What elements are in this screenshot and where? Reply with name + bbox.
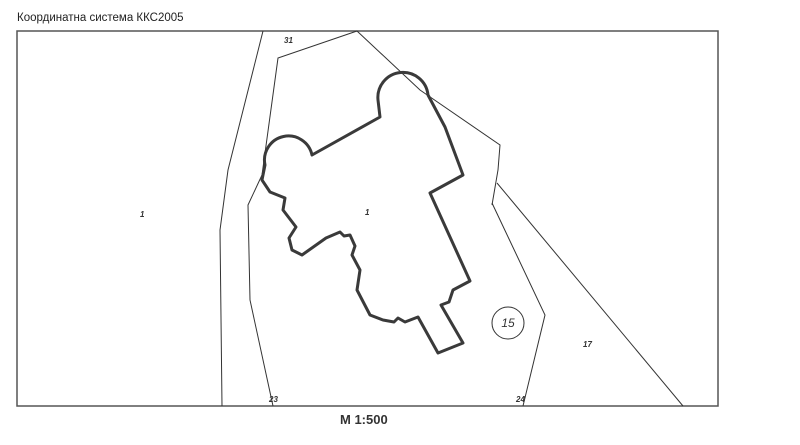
boundary-17-east	[496, 182, 684, 407]
coordinate-system-title: Координатна система ККС2005	[17, 12, 184, 24]
parcel-15-marker	[491, 306, 525, 340]
parcel-24-label: 24	[515, 395, 525, 404]
parcel-15-label: 15	[501, 316, 515, 330]
parcel-23-label: 23	[268, 395, 278, 404]
parcel-17-label: 17	[583, 340, 592, 349]
boundary-left	[219, 30, 264, 407]
boundary-15-17	[491, 202, 546, 407]
map-frame	[16, 30, 719, 407]
boundary-inner-left	[247, 30, 358, 407]
map-scale: M 1:500	[340, 412, 388, 427]
parcel-31-label: 31	[284, 36, 293, 45]
parcel-1-label: 1	[140, 210, 145, 219]
building-outline	[260, 70, 472, 355]
boundary-northeast	[356, 30, 501, 206]
building-label: 1	[365, 208, 370, 217]
